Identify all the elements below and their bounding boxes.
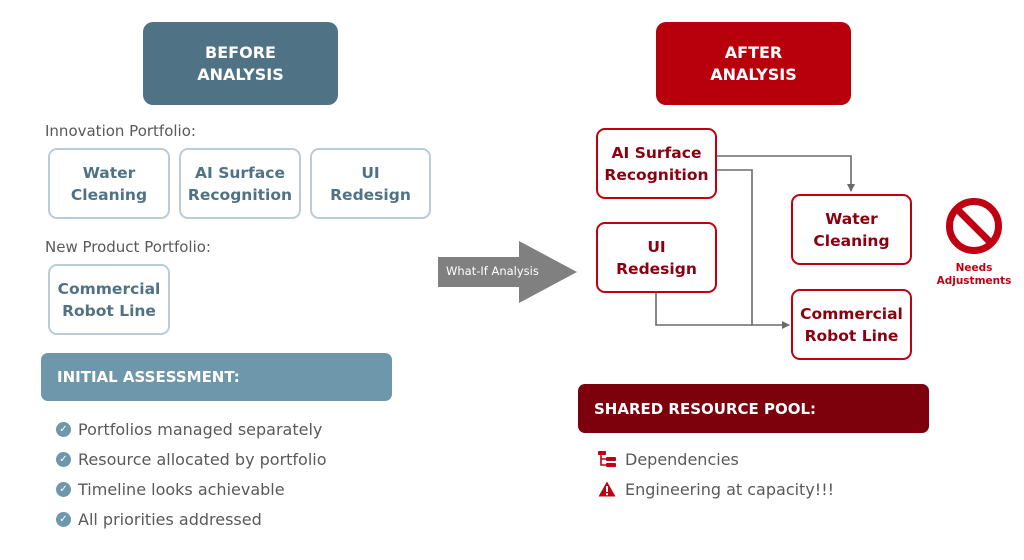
after-header-line-1: AFTER bbox=[724, 42, 783, 62]
before-commercial-robot-line-box: Commercial Robot Line bbox=[48, 264, 170, 335]
needs-adjustments-line: Adjustments bbox=[936, 275, 1012, 287]
assessment-item: ✓ All priorities addressed bbox=[56, 504, 327, 534]
check-circle-icon: ✓ bbox=[56, 421, 71, 437]
box-label-line: Redesign bbox=[330, 185, 411, 204]
needs-adjustments-label: Needs Adjustments bbox=[934, 262, 1014, 288]
before-analysis-header: BEFORE ANALYSIS bbox=[143, 22, 338, 105]
assessment-item: ✓ Portfolios managed separately bbox=[56, 414, 327, 444]
before-header-line-1: BEFORE bbox=[205, 42, 276, 62]
after-ai-surface-recognition-node: AI Surface Recognition bbox=[596, 128, 717, 199]
connector-ui-to-robot bbox=[655, 293, 752, 326]
before-header-line-2: ANALYSIS bbox=[197, 64, 284, 84]
before-ui-redesign-box: UI Redesign bbox=[310, 148, 431, 219]
check-circle-icon: ✓ bbox=[56, 451, 71, 467]
shared-item-text: Engineering at capacity!!! bbox=[625, 479, 835, 499]
node-label-line: Robot Line bbox=[804, 326, 899, 345]
box-label-line: Robot Line bbox=[62, 301, 156, 320]
shared-resource-pool-banner: SHARED RESOURCE POOL: bbox=[578, 384, 929, 433]
assessment-item-text: All priorities addressed bbox=[78, 509, 262, 529]
shared-item-text: Dependencies bbox=[625, 449, 739, 469]
needs-adjustments-line: Needs bbox=[955, 262, 993, 274]
box-label-line: AI Surface bbox=[195, 163, 285, 182]
assessment-item: ✓ Timeline looks achievable bbox=[56, 474, 327, 504]
node-label-line: Commercial bbox=[800, 304, 903, 323]
node-label-line: Cleaning bbox=[813, 231, 890, 250]
what-if-analysis-label: What-If Analysis bbox=[446, 264, 539, 278]
before-ai-surface-recognition-box: AI Surface Recognition bbox=[179, 148, 301, 219]
assessment-item-text: Timeline looks achievable bbox=[78, 479, 285, 499]
box-label-line: Cleaning bbox=[70, 185, 148, 204]
assessment-item-text: Resource allocated by portfolio bbox=[78, 449, 327, 469]
node-label-line: Water bbox=[825, 209, 878, 228]
initial-assessment-title: INITIAL ASSESSMENT: bbox=[57, 368, 240, 386]
assessment-item: ✓ Resource allocated by portfolio bbox=[56, 444, 327, 474]
after-analysis-header: AFTER ANALYSIS bbox=[656, 22, 851, 105]
what-if-arrow bbox=[438, 241, 577, 303]
node-label-line: Redesign bbox=[616, 259, 697, 278]
box-label-line: Commercial bbox=[57, 279, 161, 298]
before-water-cleaning-box: Water Cleaning bbox=[48, 148, 170, 219]
connector-ai-to-water bbox=[716, 155, 855, 192]
shared-resource-pool-title: SHARED RESOURCE POOL: bbox=[594, 399, 817, 418]
initial-assessment-banner: INITIAL ASSESSMENT: bbox=[41, 353, 392, 401]
box-label-line: Water bbox=[82, 163, 136, 182]
after-header-line-2: ANALYSIS bbox=[710, 64, 797, 84]
shared-item-capacity: Engineering at capacity!!! bbox=[598, 478, 834, 500]
prohibited-icon bbox=[946, 198, 1002, 254]
innovation-portfolio-label: Innovation Portfolio: bbox=[45, 122, 196, 140]
new-product-portfolio-label: New Product Portfolio: bbox=[45, 238, 211, 256]
warning-triangle-icon bbox=[598, 481, 616, 497]
connector-ai-to-robot bbox=[716, 169, 790, 329]
assessment-item-text: Portfolios managed separately bbox=[78, 419, 323, 439]
box-label-line: Recognition bbox=[187, 185, 293, 204]
sitemap-icon bbox=[598, 451, 616, 467]
assessment-list: ✓ Portfolios managed separately ✓ Resour… bbox=[56, 414, 327, 534]
node-label-line: AI Surface bbox=[611, 143, 702, 162]
after-commercial-robot-line-node: Commercial Robot Line bbox=[791, 289, 912, 360]
after-ui-redesign-node: UI Redesign bbox=[596, 222, 717, 293]
node-label-line: UI bbox=[647, 237, 666, 256]
shared-item-dependencies: Dependencies bbox=[598, 448, 739, 470]
check-circle-icon: ✓ bbox=[56, 511, 71, 527]
check-circle-icon: ✓ bbox=[56, 481, 71, 497]
box-label-line: UI bbox=[361, 163, 380, 182]
node-label-line: Recognition bbox=[604, 165, 709, 184]
after-water-cleaning-node: Water Cleaning bbox=[791, 194, 912, 265]
